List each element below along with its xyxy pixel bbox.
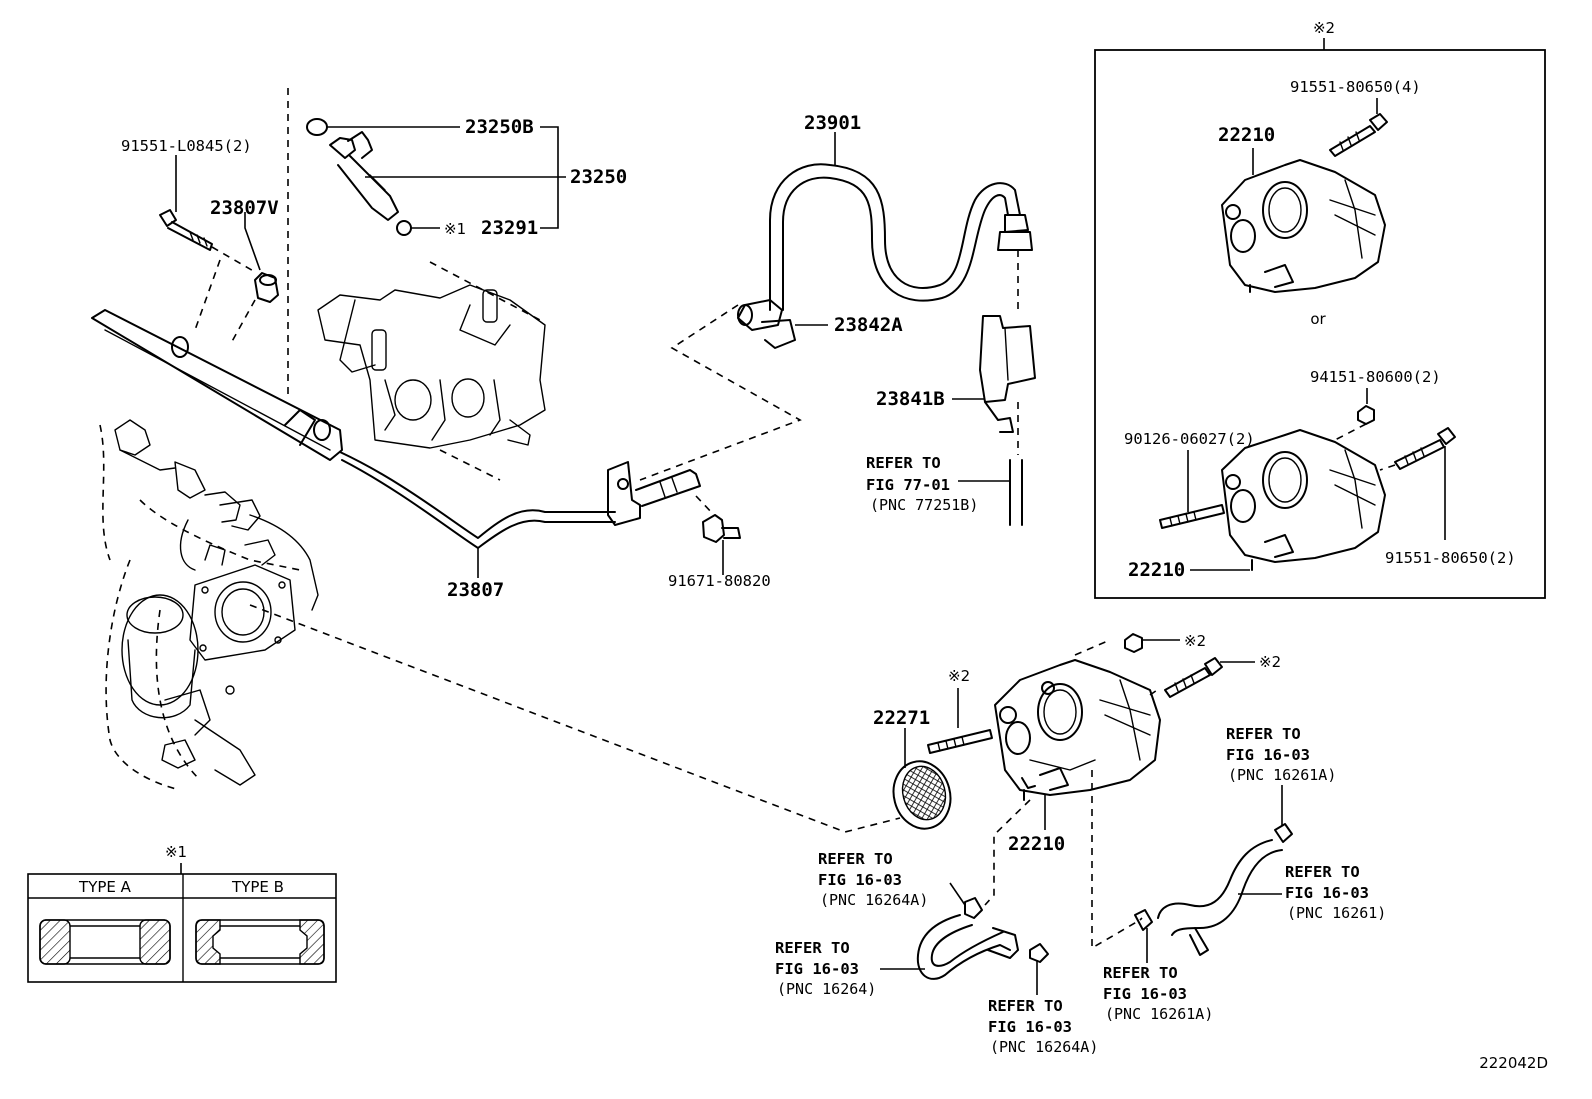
label-91671-80820: 91671-80820 <box>668 572 771 590</box>
svg-text:REFER TO: REFER TO <box>866 454 941 472</box>
svg-text:(PNC 16264): (PNC 16264) <box>777 980 876 998</box>
label-23901: 23901 <box>804 112 861 134</box>
bolt-91671 <box>695 495 741 543</box>
label-23291-mark: ※1 <box>444 220 466 238</box>
refer-to-16261: REFER TO FIG 16-03 (PNC 16261) <box>1285 863 1386 922</box>
svg-text:FIG 16-03: FIG 16-03 <box>775 960 859 978</box>
svg-text:(PNC 77251B): (PNC 77251B) <box>870 496 978 514</box>
label-box-91551-80650-2: 91551-80650(2) <box>1385 549 1516 567</box>
label-nut-mark: ※2 <box>1184 632 1206 650</box>
svg-text:(PNC 16264A): (PNC 16264A) <box>820 891 928 909</box>
leader-lines <box>175 126 1283 995</box>
throttle-body-main <box>984 639 1161 950</box>
refer-to-16261a-bottom: REFER TO FIG 16-03 (PNC 16261A) <box>1103 964 1213 1023</box>
alternative-throttle-box: ※2 or <box>1094 19 1546 599</box>
box-mark-label: ※2 <box>1313 19 1335 37</box>
svg-text:REFER TO: REFER TO <box>1285 863 1360 881</box>
engine-intake-outline <box>99 419 319 791</box>
label-box-91551-80650-4: 91551-80650(4) <box>1290 78 1421 96</box>
bolt-and-collar <box>159 209 279 346</box>
label-23807v: 23807V <box>210 197 279 219</box>
label-22271: 22271 <box>873 707 930 729</box>
type-a-gasket-shape <box>39 919 171 965</box>
refer-to-16261a-top: REFER TO FIG 16-03 (PNC 16261A) <box>1226 725 1336 784</box>
label-box-90126-06027: 90126-06027(2) <box>1124 430 1255 448</box>
box-or-label: or <box>1310 310 1326 328</box>
svg-text:(PNC 16261A): (PNC 16261A) <box>1105 1005 1213 1023</box>
svg-text:REFER TO: REFER TO <box>1226 725 1301 743</box>
nut-and-bolt-fasteners <box>927 633 1223 754</box>
svg-text:REFER TO: REFER TO <box>988 997 1063 1015</box>
label-bolt-mark: ※2 <box>1259 653 1281 671</box>
water-bypass-hose-16264 <box>916 897 1049 980</box>
svg-text:REFER TO: REFER TO <box>818 850 893 868</box>
type-b-gasket-shape <box>195 919 325 965</box>
svg-text:(PNC 16261A): (PNC 16261A) <box>1228 766 1336 784</box>
label-23250b: 23250B <box>465 116 534 138</box>
box-throttle-body-top <box>1221 98 1388 293</box>
water-bypass-hose-16261 <box>1134 823 1293 956</box>
label-box-22210-top: 22210 <box>1218 124 1275 146</box>
svg-text:REFER TO: REFER TO <box>775 939 850 957</box>
label-box-94151-80600: 94151-80600(2) <box>1310 368 1441 386</box>
svg-text:FIG 16-03: FIG 16-03 <box>1285 884 1369 902</box>
refer-to-16264: REFER TO FIG 16-03 (PNC 16264) <box>775 939 876 998</box>
type-b-label: TYPE B <box>231 878 284 896</box>
fuel-injector <box>287 88 412 395</box>
label-stud-mark: ※2 <box>948 667 970 685</box>
fuel-hose-23901 <box>639 163 1033 481</box>
cylinder-head-outline <box>317 261 546 481</box>
inset-mark-label: ※1 <box>165 843 187 861</box>
insulator-23291 <box>396 220 412 236</box>
label-box-22210-bottom: 22210 <box>1128 559 1185 581</box>
svg-text:REFER TO: REFER TO <box>1103 964 1178 982</box>
svg-text:FIG 16-03: FIG 16-03 <box>1103 985 1187 1003</box>
gasket-22271 <box>249 604 952 833</box>
svg-text:(PNC 16261): (PNC 16261) <box>1287 904 1386 922</box>
diagram-code: 222042D <box>1479 1054 1548 1072</box>
label-23841b: 23841B <box>876 388 945 410</box>
refer-to-16264a-bottom: REFER TO FIG 16-03 (PNC 16264A) <box>988 997 1098 1056</box>
connector-23841b <box>979 250 1036 526</box>
refer-to-77-01: REFER TO FIG 77-01 (PNC 77251B) <box>866 454 978 514</box>
fuel-delivery-pipe <box>91 309 701 549</box>
svg-text:FIG 16-03: FIG 16-03 <box>1226 746 1310 764</box>
svg-text:FIG 16-03: FIG 16-03 <box>988 1018 1072 1036</box>
svg-text:FIG 16-03: FIG 16-03 <box>818 871 902 889</box>
label-23250: 23250 <box>570 166 627 188</box>
o-ring-23250b <box>306 118 328 136</box>
label-23842a: 23842A <box>834 314 903 336</box>
label-91551-l0845: 91551-L0845(2) <box>121 137 252 155</box>
label-23807: 23807 <box>447 579 504 601</box>
refer-to-16264a-left: REFER TO FIG 16-03 (PNC 16264A) <box>818 850 928 909</box>
box-throttle-body-bottom <box>1159 388 1456 571</box>
svg-text:(PNC 16264A): (PNC 16264A) <box>990 1038 1098 1056</box>
svg-text:FIG 77-01: FIG 77-01 <box>866 476 950 494</box>
label-23291: 23291 <box>481 217 538 239</box>
type-a-label: TYPE A <box>78 878 132 896</box>
label-22210-main: 22210 <box>1008 833 1065 855</box>
part-labels: 91551-L0845(2) 23807V 23250B 23250 ※1 23… <box>121 78 1548 1072</box>
gasket-type-inset: ※1 TYPE A TYPE B <box>27 843 337 983</box>
